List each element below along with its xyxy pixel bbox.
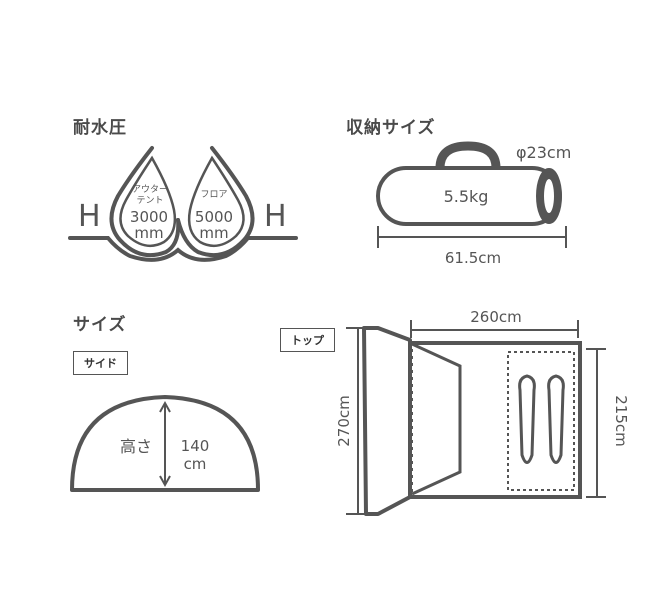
vestibule-outline (362, 326, 412, 516)
bag-handle (435, 141, 501, 169)
floor-label: フロア (200, 190, 227, 200)
inner-tent-outline (408, 341, 582, 499)
inner-droplet-outer-tent (119, 155, 177, 248)
inner-droplet-floor (187, 155, 245, 248)
side-view-diagram (70, 395, 260, 492)
top-view-tag: トップ (280, 328, 335, 352)
door-flap (411, 342, 462, 496)
bag-length: 61.5cm (445, 249, 501, 267)
water-resistance-diagram (68, 146, 298, 262)
h-right-label: H (264, 199, 287, 234)
height-value: 140 (181, 437, 210, 455)
outer-droplet-left (109, 146, 181, 257)
dome-outline (70, 395, 260, 492)
h-left-label: H (78, 199, 101, 234)
outer-tent-label-1: アウター (132, 184, 168, 195)
top-width-label: 260cm (470, 308, 522, 326)
outer-tent-label-2: テント (136, 195, 163, 206)
floor-value: 5000 (195, 208, 233, 226)
storage-bag-diagram (376, 141, 567, 248)
sleeping-bag-right (547, 374, 565, 464)
sleeping-area (507, 351, 575, 491)
top-depth-left-label: 270cm (335, 395, 353, 447)
storage-size-heading: 収納サイズ (346, 118, 436, 138)
top-view-diagram (346, 320, 606, 516)
side-view-tag: サイド (73, 351, 128, 375)
height-unit: cm (184, 455, 207, 473)
top-depth-right-label: 215cm (612, 395, 630, 447)
height-label: 高さ (120, 437, 152, 456)
bag-weight: 5.5kg (444, 187, 489, 206)
size-heading: サイズ (73, 315, 127, 335)
floor-unit: mm (199, 224, 228, 242)
outer-tent-unit: mm (134, 224, 163, 242)
outer-droplet-right (176, 146, 255, 257)
sleeping-bag-left (518, 374, 536, 464)
ground-line (68, 236, 298, 262)
bag-diameter: φ23cm (516, 143, 571, 162)
water-resistance-heading: 耐水圧 (73, 118, 127, 138)
outer-tent-value: 3000 (130, 208, 168, 226)
